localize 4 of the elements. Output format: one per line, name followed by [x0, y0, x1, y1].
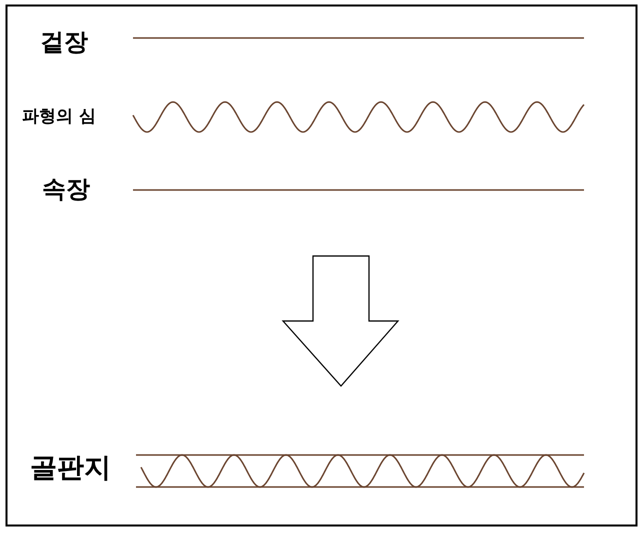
layer-label: 겉장: [40, 30, 88, 54]
layer-label: 속장: [42, 177, 90, 201]
layer-label: 골판지: [30, 454, 111, 482]
layer-label: 파형의 심: [22, 108, 96, 126]
